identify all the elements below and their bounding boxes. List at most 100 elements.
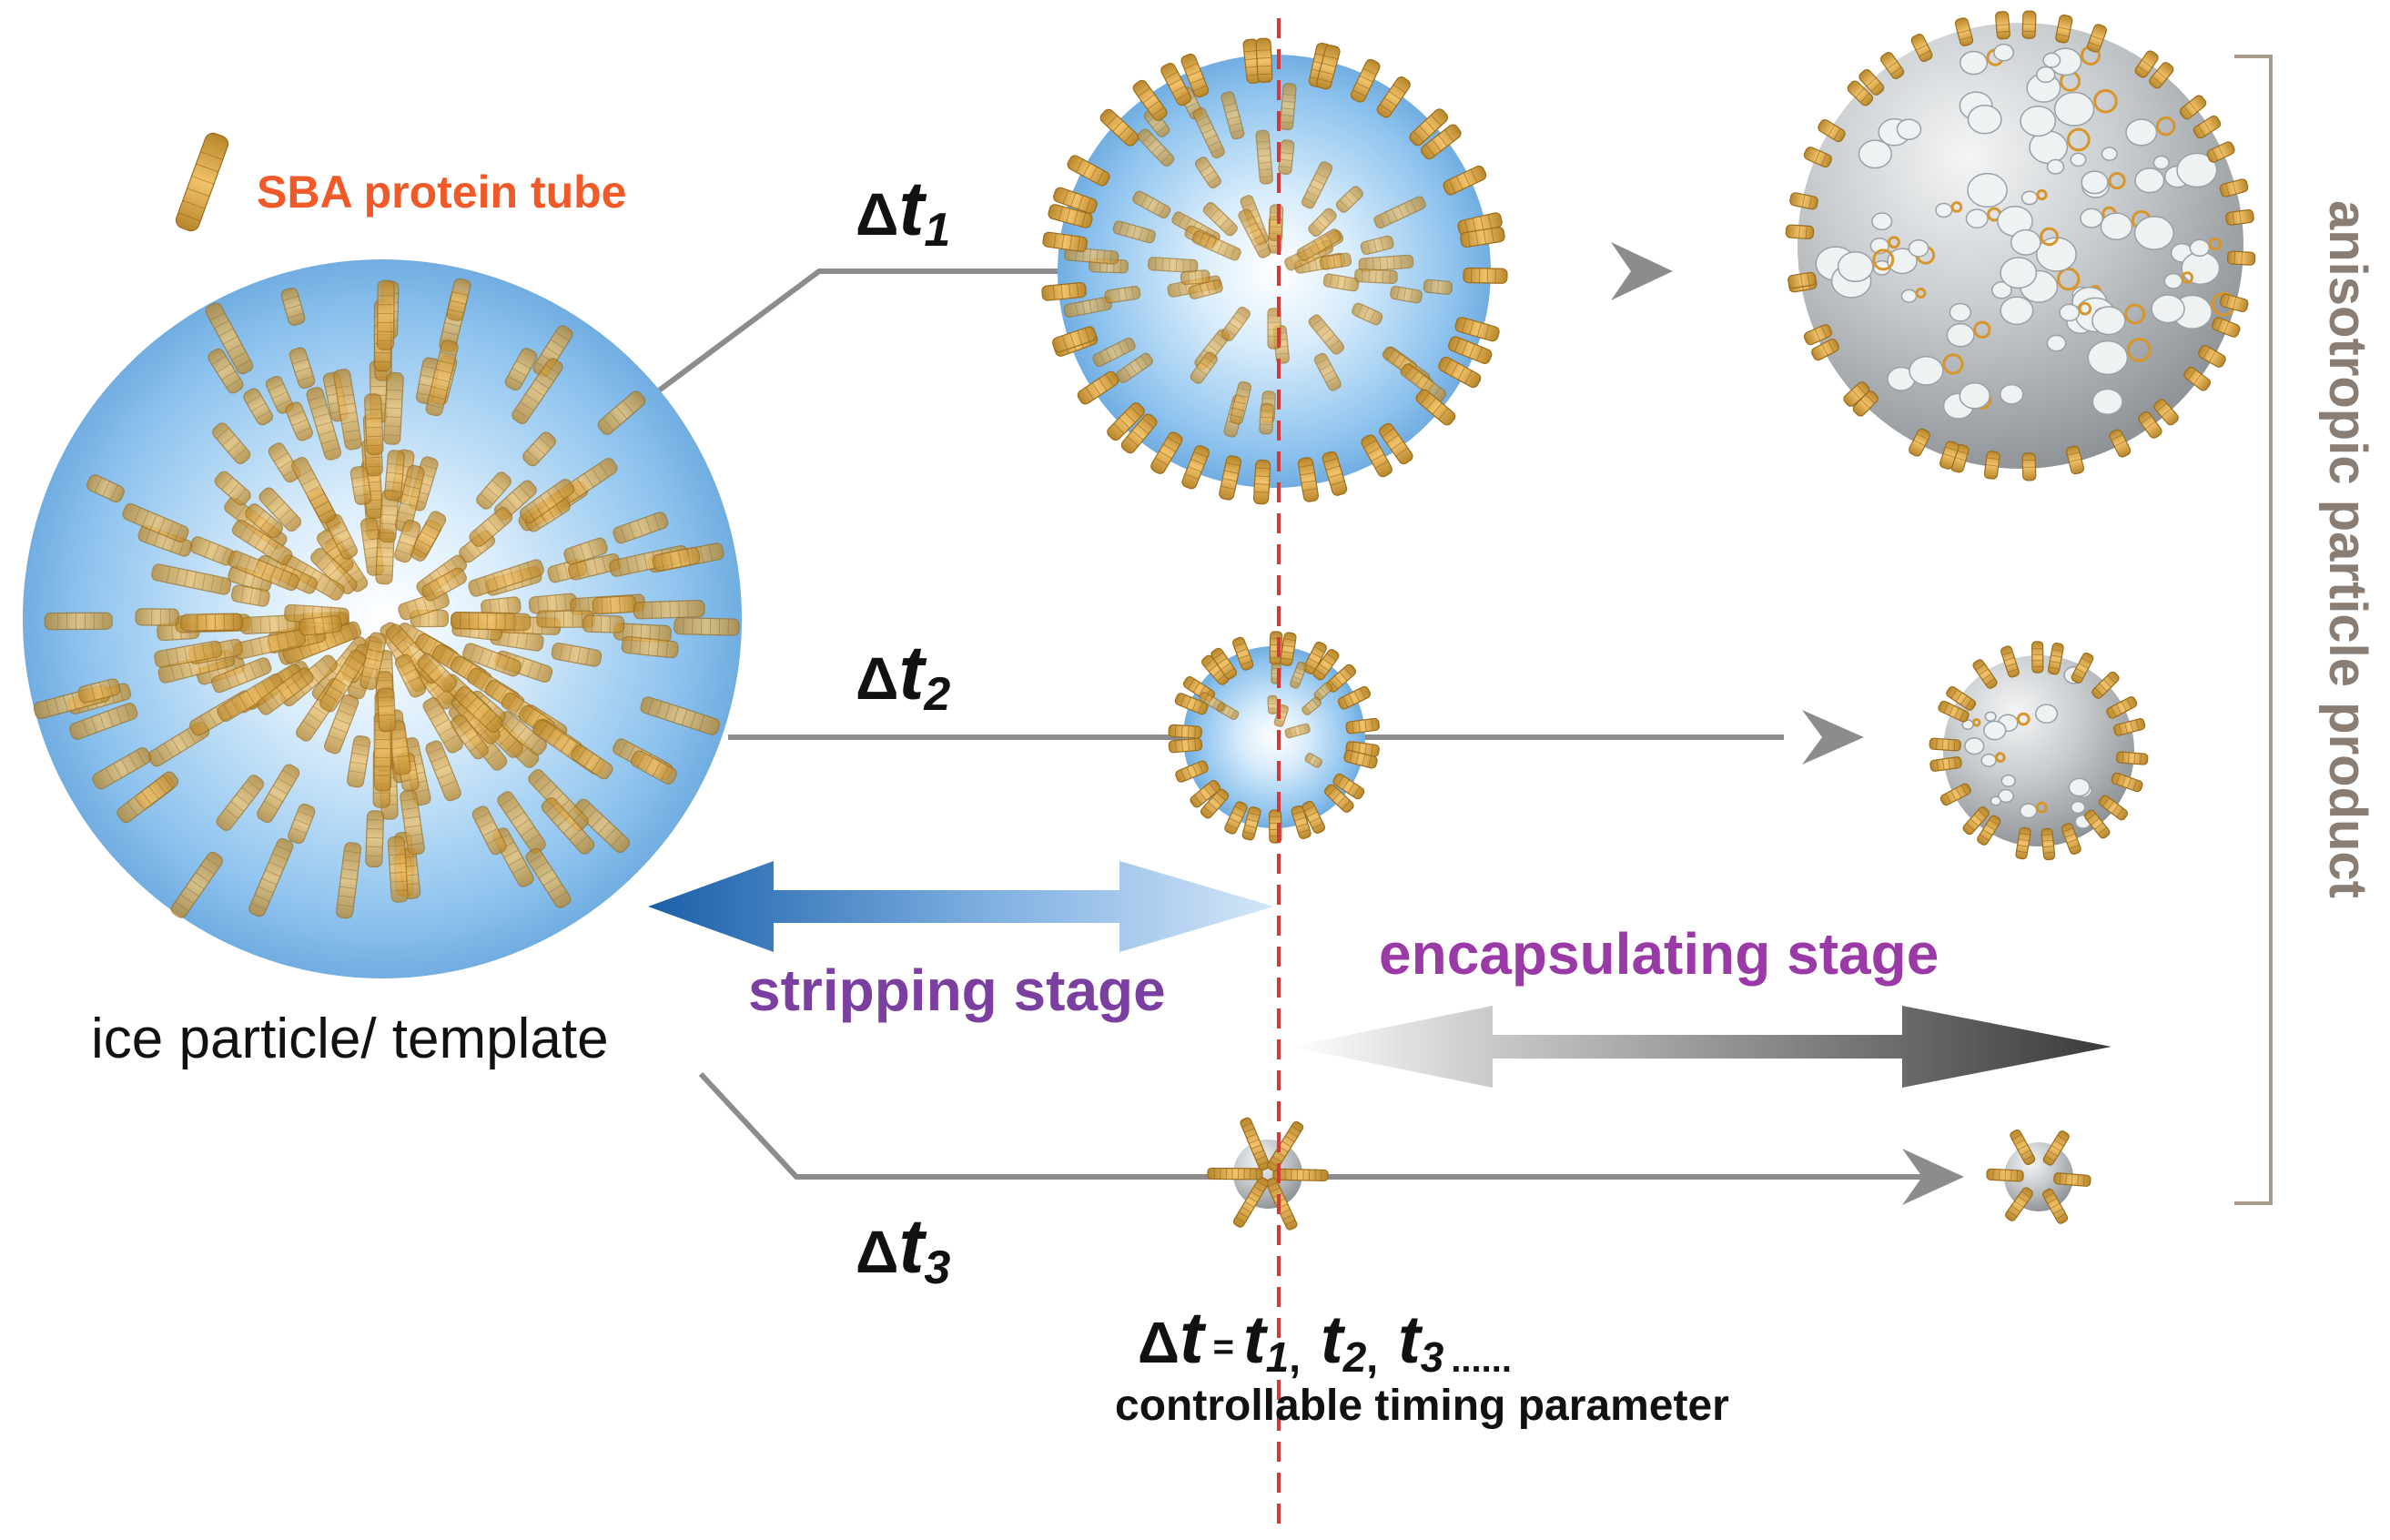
- embedded-protein-tube: [1352, 302, 1383, 326]
- embedded-protein-tube: [116, 771, 179, 824]
- surface-protein-tube: [1972, 659, 1998, 689]
- embedded-protein-tube: [394, 653, 427, 698]
- surface-protein-tube: [2115, 751, 2149, 765]
- embedded-protein-tube: [257, 764, 300, 823]
- surface-pore: [2000, 383, 2024, 405]
- embedded-protein-tube: [285, 401, 313, 441]
- embedded-protein-tube: [422, 697, 463, 754]
- surface-protein-tube: [1929, 737, 1961, 752]
- surface-protein-tube: [1847, 80, 1874, 106]
- surface-protein-tube: [2005, 1187, 2033, 1221]
- embedded-protein-tube: [387, 836, 409, 903]
- timing-formula: Δt=t1,t2,t3......: [1138, 1297, 1512, 1381]
- surface-pore: [1858, 139, 1892, 169]
- surface-protein-tube: [1160, 62, 1192, 106]
- embedded-protein-tube: [541, 796, 595, 855]
- surface-pore: [1983, 720, 2007, 741]
- embedded-protein-tube: [1304, 753, 1322, 768]
- surface-protein-tube: [1454, 317, 1500, 342]
- embedded-protein-tube: [469, 507, 513, 547]
- surface-pore: [1896, 118, 1922, 140]
- embedded-protein-tube: [1354, 268, 1398, 284]
- surface-protein-tube: [1240, 1117, 1271, 1171]
- embedded-protein-tube: [450, 714, 489, 760]
- embedded-protein-tube: [1180, 269, 1210, 286]
- surface-protein-tube: [1977, 815, 2001, 846]
- surface-protein-tube: [2219, 178, 2249, 198]
- surface-protein-tube: [2087, 24, 2107, 53]
- embedded-protein-tube: [257, 667, 314, 715]
- embedded-protein-tube: [1296, 228, 1342, 261]
- embedded-protein-tube: [522, 431, 556, 467]
- surface-pore: [1960, 50, 1989, 76]
- surface-protein-tube: [2055, 14, 2073, 44]
- formula-s1: 1: [1266, 1333, 1290, 1381]
- embedded-protein-tube: [377, 687, 397, 733]
- t-letter-2: t: [898, 630, 927, 715]
- embedded-protein-tube: [1259, 402, 1274, 435]
- surface-pore: [2133, 216, 2174, 250]
- embedded-protein-tube: [446, 278, 471, 321]
- surface-pore: [1998, 788, 2014, 804]
- surface-pore: [1909, 355, 1944, 386]
- surface-protein-tube: [1168, 737, 1203, 754]
- surface-protein-tube: [2198, 345, 2226, 368]
- surface-pore: [2000, 257, 2038, 289]
- intermediate-particle-1: [1041, 37, 1508, 505]
- surface-protein-tube: [1324, 784, 1354, 814]
- embedded-protein-tube: [205, 302, 254, 375]
- surface-protein-tube: [1946, 685, 1977, 711]
- surface-protein-tube: [1983, 451, 2000, 480]
- embedded-protein-tube: [319, 649, 367, 713]
- arrowhead-2: [1802, 710, 1864, 765]
- surface-pore: [1967, 172, 2008, 208]
- embedded-protein-tube: [1194, 157, 1221, 188]
- surface-protein-tube: [1910, 34, 1933, 63]
- surface-protein-tube: [1322, 451, 1348, 496]
- embedded-protein-tube: [306, 387, 342, 461]
- embedded-protein-tube: [69, 703, 138, 740]
- embedded-protein-tube: [1322, 273, 1360, 292]
- embedded-protein-tube: [1284, 723, 1311, 739]
- embedded-protein-tube: [394, 464, 425, 532]
- surface-protein-tube: [1939, 783, 1971, 806]
- embedded-protein-tube: [1112, 220, 1156, 244]
- surface-protein-tube: [2112, 718, 2146, 736]
- embedded-protein-tube: [1301, 161, 1333, 209]
- surface-protein-tube: [1350, 58, 1381, 103]
- surface-pore: [1837, 251, 1874, 283]
- embedded-protein-tube: [1308, 314, 1345, 355]
- surface-protein-tube: [1361, 434, 1392, 478]
- surface-protein-tube: [1232, 1177, 1270, 1228]
- surface-protein-tube: [2084, 809, 2111, 839]
- embedded-protein-tube: [410, 511, 447, 562]
- embedded-protein-tube: [291, 456, 336, 524]
- surface-protein-tube: [1345, 717, 1380, 735]
- embedded-protein-tube: [231, 519, 293, 565]
- surface-protein-tube: [1252, 459, 1271, 505]
- embedded-protein-tube: [135, 608, 179, 626]
- embedded-protein-tube: [299, 614, 342, 636]
- embedded-protein-tube: [44, 612, 113, 631]
- surface-protein-tube: [1297, 457, 1320, 502]
- surface-protein-tube: [2098, 795, 2129, 821]
- surface-pore: [2100, 212, 2133, 240]
- surface-protein-tube: [2219, 293, 2249, 312]
- surface-pore: [2101, 147, 2118, 161]
- surface-protein-tube: [1376, 76, 1411, 118]
- embedded-protein-tube: [346, 735, 371, 788]
- surface-protein-tube: [1962, 806, 1990, 836]
- protein-tube-end: [2036, 188, 2048, 201]
- surface-pore: [2081, 170, 2109, 195]
- surface-pore: [1871, 212, 1893, 231]
- embedded-protein-tube: [476, 471, 511, 510]
- surface-pore: [1990, 795, 2002, 806]
- surface-protein-tube: [1332, 773, 1365, 800]
- embedded-protein-tube: [1308, 208, 1337, 238]
- surface-protein-tube: [1803, 324, 1833, 346]
- embedded-protein-tube: [1092, 337, 1136, 367]
- surface-protein-tube: [2206, 141, 2235, 163]
- protein-tube-end: [1971, 718, 1981, 727]
- embedded-protein-tube: [228, 550, 299, 592]
- surface-protein-tube: [1843, 381, 1870, 407]
